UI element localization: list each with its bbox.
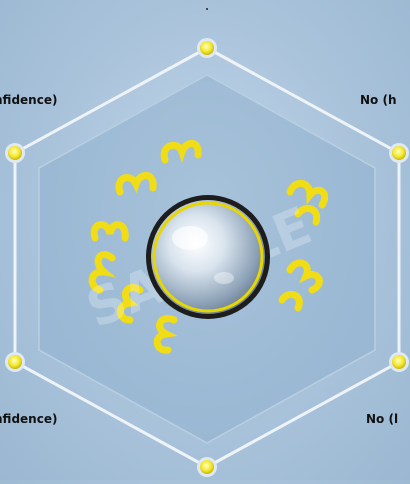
connector-node-icon — [389, 352, 409, 372]
swirl-decoration — [88, 139, 329, 354]
connector-node-icon — [197, 38, 217, 58]
top-marker — [206, 8, 208, 10]
connector-node-icon — [5, 143, 25, 163]
option-label-top-right[interactable]: No (h — [360, 93, 397, 107]
option-label-top-left[interactable]: nfidence) — [0, 93, 58, 107]
option-label-bottom-right[interactable]: No (l — [366, 412, 399, 426]
crystal-ball-icon[interactable] — [146, 195, 270, 319]
connector-node-icon — [389, 143, 409, 163]
connector-node-icon — [197, 457, 217, 477]
connector-node-icon — [5, 352, 25, 372]
option-label-bottom-left[interactable]: nfidence) — [0, 412, 58, 426]
connector-nodes — [5, 38, 409, 477]
